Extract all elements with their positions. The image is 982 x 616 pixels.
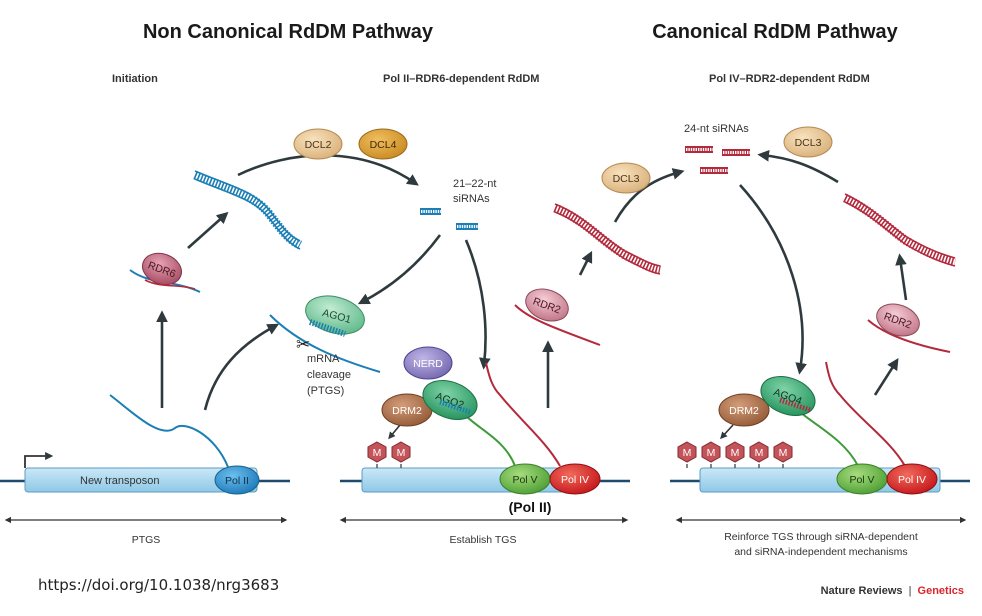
pol4-label: Pol IV [561,474,589,486]
scissors-icon: ✂ [296,335,310,355]
initiation-panel: New transposon Pol II RDR6 AGO1 ✂ mRNA c… [0,170,381,546]
cleavage-line-3: (PTGS) [307,385,344,397]
reinforce-tgs-line-2: and siRNA-independent mechanisms [734,546,907,558]
journal-credit: Nature Reviews | Genetics [821,585,964,597]
svg-text:Nature Reviews | G: Nature Reviews | Genetics [821,585,964,597]
rdr2-enzyme [525,288,569,322]
dcl3-enzyme-left [601,162,651,194]
credit-section: Genetics [918,585,964,597]
methyl-group-1: M M [367,441,411,468]
methyl-group-2: M M M M M [677,441,793,468]
ptgs-label: PTGS [132,534,161,546]
establish-tgs-label: Establish TGS [450,534,517,546]
pol5-label: Pol V [512,474,537,486]
rdr2-enzyme-right [876,303,920,337]
methyl-label: M [731,447,740,459]
credit-journal: Nature Reviews [821,585,903,597]
pol2-label: Pol II [225,475,249,487]
reinforce-tgs-line-1: Reinforce TGS through siRNA-dependent [724,531,918,543]
drm2-enzyme-right [718,393,770,427]
dcl4-enzyme [358,128,408,160]
drm2-label-right: DRM2 [729,405,759,417]
nerd-protein [403,346,453,380]
initiation-subtitle: Initiation [112,73,158,85]
pol5-label-right: Pol V [849,474,874,486]
dcl2-enzyme [293,128,343,160]
pol4-rdr2-subtitle: Pol IV–RDR2-dependent RdDM [709,73,870,85]
drm2-label: DRM2 [392,405,422,417]
dcl4-label: DCL4 [370,139,397,151]
pol2-ellipse [214,465,260,495]
methyl-label: M [683,447,692,459]
nerd-label: NERD [413,358,443,370]
methyl-label: M [707,447,716,459]
methyl-label: M [397,447,406,459]
sirna-24nt-label: 24-nt siRNAs [684,123,749,135]
sirna-21-22-line-2: siRNAs [453,193,490,205]
pol4-rdr2-panel: DCL3 24-nt siRNAs DCL3 RDR2 [601,123,970,558]
sirna-21-22-line-1: 21–22-nt [453,178,496,190]
dcl3-label-left: DCL3 [613,173,640,185]
credit-separator: | [909,585,912,597]
dcl2-label: DCL2 [305,139,332,151]
gene-label: New transposon [80,475,160,487]
pol2-rdr6-panel: DCL2 DCL4 21–22-nt siRNAs Pol V Pol IV (… [237,128,661,546]
pol4-ellipse-right [886,463,938,495]
pol2-rdr6-subtitle: Pol II–RDR6-dependent RdDM [383,73,539,85]
pol4-ellipse [549,463,601,495]
cleavage-line-1: mRNA [307,353,340,365]
sirna-duplex-icon [420,208,478,230]
canonical-heading: Canonical RdDM Pathway [652,21,898,43]
pol4-label-right: Pol IV [898,474,926,486]
doi-text: https://doi.org/10.1038/nrg3683 [38,576,279,594]
cleavage-line-2: cleavage [307,369,351,381]
methyl-label: M [779,447,788,459]
non-canonical-heading: Non Canonical RdDM Pathway [143,21,434,43]
methyl-label: M [755,447,764,459]
promoter-arrow-icon [24,451,54,468]
sirna-24nt-duplex-icon [685,146,750,174]
ago1-enzyme [305,295,365,335]
dcl3-enzyme-right [783,126,833,158]
pol2-note: (Pol II) [509,499,552,515]
methyl-label: M [373,447,382,459]
dcl3-label-right: DCL3 [795,137,822,149]
